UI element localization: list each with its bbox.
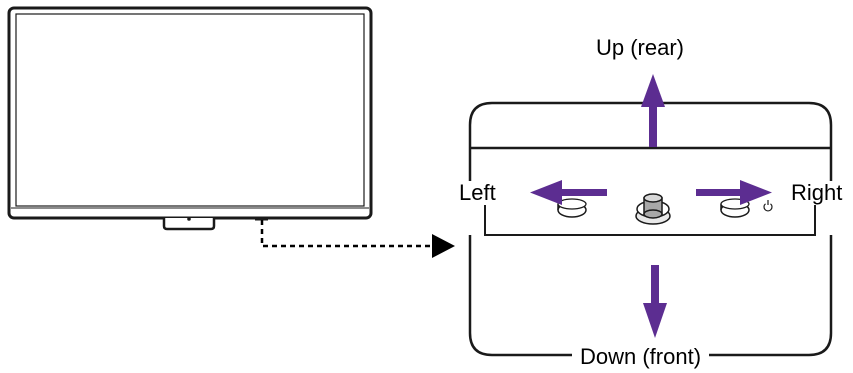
down-arrow bbox=[643, 265, 667, 338]
dashed-pointer-arrow bbox=[260, 220, 455, 258]
monitor-screen bbox=[15, 13, 365, 207]
detail-button-strip bbox=[484, 205, 816, 236]
direction-arrows bbox=[530, 74, 772, 338]
monitor-logo-tab bbox=[162, 218, 216, 231]
dashed-connector-arrowhead bbox=[432, 234, 455, 258]
joystick-control-icon bbox=[635, 193, 671, 225]
monitor-outer-frame bbox=[7, 6, 373, 220]
up-arrow bbox=[641, 74, 665, 147]
power-icon bbox=[763, 200, 773, 212]
button-cluster bbox=[557, 193, 773, 225]
label-left: Left bbox=[456, 181, 499, 205]
monitor-indicator-dot bbox=[187, 217, 191, 221]
dashed-connector-line bbox=[260, 220, 432, 248]
left-arrow bbox=[530, 180, 607, 205]
monitor-illustration bbox=[7, 6, 373, 231]
right-arrow bbox=[696, 180, 772, 205]
label-up-rear: Up (rear) bbox=[596, 35, 685, 60]
label-down-front: Down (front) bbox=[572, 345, 710, 369]
left-side-button bbox=[557, 198, 587, 218]
detail-bottom-outline bbox=[468, 235, 833, 357]
label-right: Right bbox=[788, 181, 846, 205]
